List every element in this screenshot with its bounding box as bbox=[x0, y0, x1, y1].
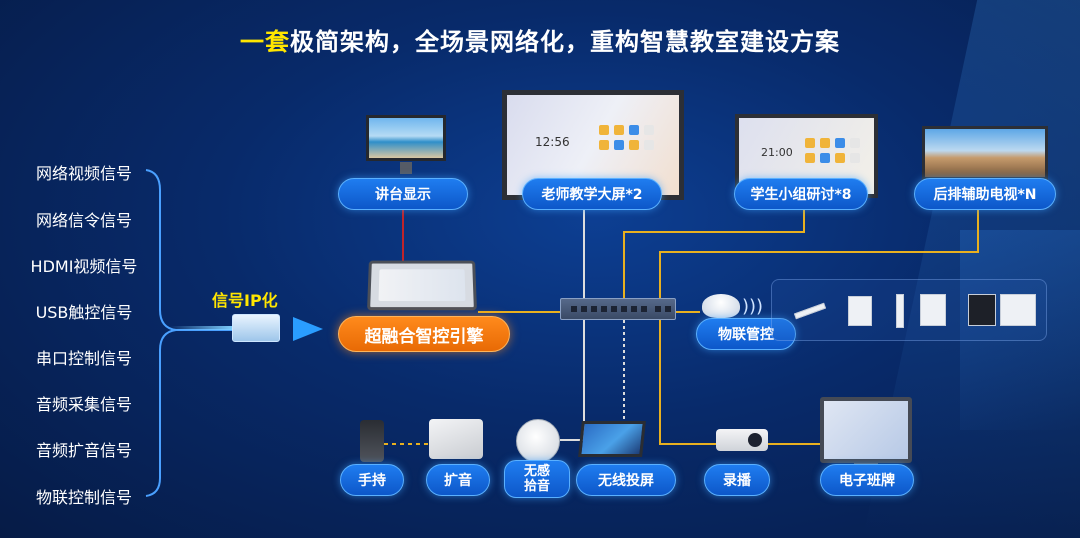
router-icon bbox=[560, 298, 676, 320]
rear-tv-label: 后排辅助电视*N bbox=[914, 178, 1056, 210]
iot-hub bbox=[702, 294, 740, 318]
pickup-label-line2: 拾音 bbox=[523, 479, 550, 494]
line-switch-pickup bbox=[560, 320, 585, 441]
cable-glow bbox=[170, 326, 234, 330]
student-screen-time: 21:00 bbox=[761, 146, 793, 159]
signal-item: 音频采集信号 bbox=[35, 395, 132, 414]
wireless-label: 无线投屏 bbox=[576, 464, 676, 496]
title-highlight: 一套 bbox=[240, 28, 290, 56]
class-board-device bbox=[820, 397, 912, 463]
ceiling-mic bbox=[516, 419, 560, 463]
pickup-label: 无感 拾音 bbox=[504, 460, 570, 498]
signal-item: USB触控信号 bbox=[35, 303, 133, 322]
core-engine-label: 超融合智控引擎 bbox=[338, 316, 510, 352]
title-rest: 极简架构，全场景网络化，重构智慧教室建设方案 bbox=[290, 28, 840, 56]
iot-light-bar bbox=[793, 302, 827, 320]
console-screen bbox=[378, 269, 466, 302]
podium-monitor bbox=[366, 115, 446, 161]
page-title: 一套极简架构，全场景网络化，重构智慧教室建设方案 bbox=[0, 22, 1080, 57]
teacher-screen-apps bbox=[599, 125, 654, 150]
handheld-label: 手持 bbox=[340, 464, 404, 496]
student-display-label: 学生小组研讨*8 bbox=[734, 178, 868, 210]
signal-item: 网络信令信号 bbox=[35, 211, 132, 230]
iot-label: 物联管控 bbox=[696, 318, 796, 350]
line-rear-switch bbox=[659, 210, 979, 298]
podium-display-label: 讲台显示 bbox=[338, 178, 468, 210]
signal-item: 物联控制信号 bbox=[35, 488, 132, 507]
iot-sensor bbox=[848, 296, 872, 326]
record-label: 录播 bbox=[704, 464, 770, 496]
handheld-mic bbox=[360, 420, 384, 462]
arrow-icon bbox=[293, 317, 323, 341]
pickup-label-line1: 无感 bbox=[523, 464, 550, 479]
iot-curtain-sensor bbox=[896, 294, 904, 328]
left-brace bbox=[145, 169, 177, 497]
teacher-display-label: 老师教学大屏*2 bbox=[522, 178, 662, 210]
iot-breaker bbox=[1000, 294, 1036, 326]
iot-panel-switch bbox=[968, 294, 996, 326]
control-console bbox=[367, 260, 477, 311]
laptop bbox=[578, 421, 646, 457]
ip-label: 信号IP化 bbox=[212, 291, 278, 310]
student-screen-apps bbox=[805, 138, 860, 163]
teacher-screen-time: 12:56 bbox=[535, 135, 570, 149]
board-label: 电子班牌 bbox=[820, 464, 914, 496]
signal-item: 音频扩音信号 bbox=[35, 441, 132, 460]
wifi-icon: ))) bbox=[742, 296, 764, 317]
iot-socket bbox=[920, 294, 946, 326]
podium-monitor-stand bbox=[400, 162, 412, 174]
background-light-beam-lower bbox=[960, 230, 1080, 430]
speaker-label: 扩音 bbox=[426, 464, 490, 496]
signal-item: 网络视频信号 bbox=[35, 164, 132, 183]
signal-item: 串口控制信号 bbox=[35, 349, 132, 368]
speaker bbox=[429, 419, 483, 459]
recording-camera bbox=[716, 429, 768, 451]
signal-item: HDMI视频信号 bbox=[30, 257, 138, 276]
iot-devices-panel bbox=[771, 279, 1047, 341]
line-student-switch bbox=[623, 210, 805, 298]
rear-tv bbox=[922, 126, 1048, 180]
network-cable-icon bbox=[232, 314, 280, 342]
